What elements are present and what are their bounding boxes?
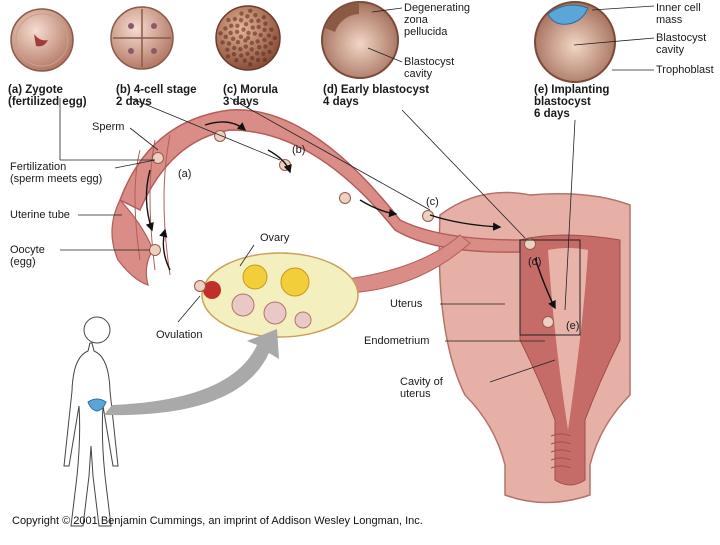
label-cavity-of-uterus: Cavity of uterus — [400, 376, 443, 400]
stage-label-a: (a) Zygote (fertilized egg) — [8, 84, 87, 108]
path-marker-b: (b) — [292, 144, 306, 156]
label-ovulation: Ovulation — [156, 329, 203, 341]
embryo-cell-1 — [214, 130, 226, 142]
path-marker-a: (a) — [178, 168, 192, 180]
early-blastocyst-image — [321, 1, 399, 79]
embryo-cell-0 — [152, 152, 164, 164]
callout-blastocyst-cavity-e: Blastocyst cavity — [656, 32, 707, 56]
path-marker-e: (e) — [566, 320, 580, 332]
embryo-cell-8 — [194, 280, 206, 292]
uterus-shape — [438, 191, 631, 504]
path-marker-c: (c) — [426, 196, 439, 208]
label-uterine-tube: Uterine tube — [10, 209, 70, 221]
callout-trophoblast: Trophoblast — [656, 64, 714, 76]
label-uterus: Uterus — [390, 298, 423, 310]
morula-image — [215, 5, 281, 71]
zoom-arrow — [104, 329, 279, 416]
embryo-cell-7 — [149, 244, 161, 256]
path-marker-d: (d) — [528, 256, 542, 268]
embryo-cell-3 — [339, 192, 351, 204]
label-sperm: Sperm — [92, 121, 125, 133]
label-fertilization: Fertilization (sperm meets egg) — [10, 161, 103, 185]
label-endometrium: Endometrium — [364, 335, 430, 347]
ovary-shape — [201, 234, 471, 338]
embryo-cell-5 — [524, 238, 536, 250]
stage-label-e: (e) Implanting blastocyst 6 days — [534, 84, 610, 120]
callout-inner-cell-mass: Inner cell mass — [656, 2, 701, 26]
embryo-cell-6 — [542, 316, 554, 328]
stage-label-c: (c) Morula 3 days — [223, 84, 278, 108]
callout-degenerating-zona: Degenerating zona pellucida — [404, 2, 471, 38]
body-organ-icon — [87, 398, 107, 412]
zygote-image — [10, 8, 74, 72]
label-oocyte: Oocyte (egg) — [10, 244, 45, 268]
stage-label-b: (b) 4-cell stage 2 days — [116, 84, 197, 108]
label-ovary: Ovary — [260, 232, 290, 244]
implanting-blastocyst-image — [534, 1, 616, 83]
copyright-notice: Copyright © 2001 Benjamin Cummings, an i… — [12, 515, 423, 527]
four-cell-image — [110, 6, 174, 70]
callout-blastocyst-cavity-d: Blastocyst cavity — [404, 56, 455, 80]
stage-label-d: (d) Early blastocyst 4 days — [323, 84, 430, 108]
body-silhouette — [63, 316, 119, 527]
